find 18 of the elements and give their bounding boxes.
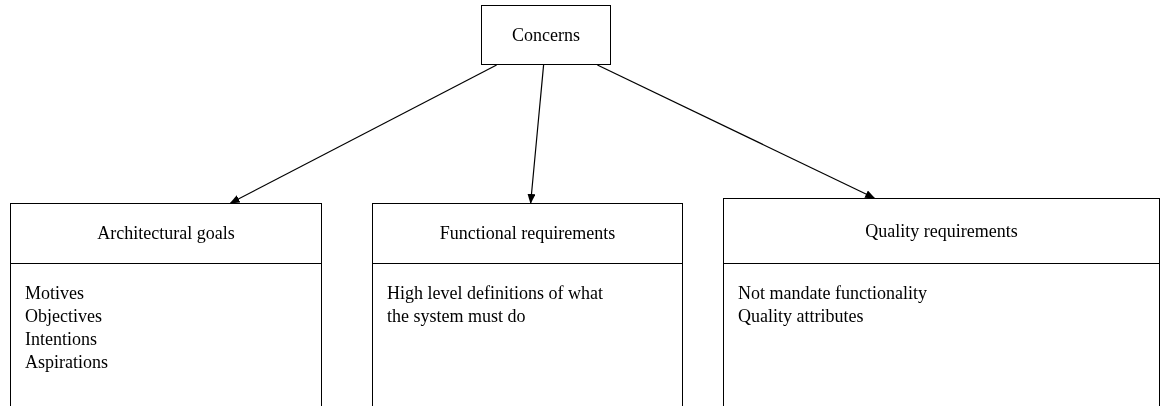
body-text: High level definitions of what the system must do [387, 282, 604, 328]
body-text: Intentions [25, 328, 98, 351]
box-heading: Quality requirements [865, 219, 1018, 243]
box-title: Concerns [512, 23, 580, 47]
requirement-box [723, 198, 1160, 406]
body-text: Not mandate functionality [738, 282, 928, 305]
box-heading: Functional requirements [439, 222, 616, 245]
body-text: Aspirations [25, 351, 109, 374]
arrow [229, 64, 498, 204]
body-text: Objectives [25, 305, 103, 328]
box-heading: Architectural goals [97, 222, 235, 245]
arrow [527, 64, 545, 204]
concern-box [481, 5, 611, 65]
requirement-box [10, 203, 322, 406]
requirement-box [372, 203, 683, 406]
arrow [596, 64, 876, 199]
body-text: Motives [25, 282, 85, 305]
body-text: Quality attributes [738, 305, 865, 328]
